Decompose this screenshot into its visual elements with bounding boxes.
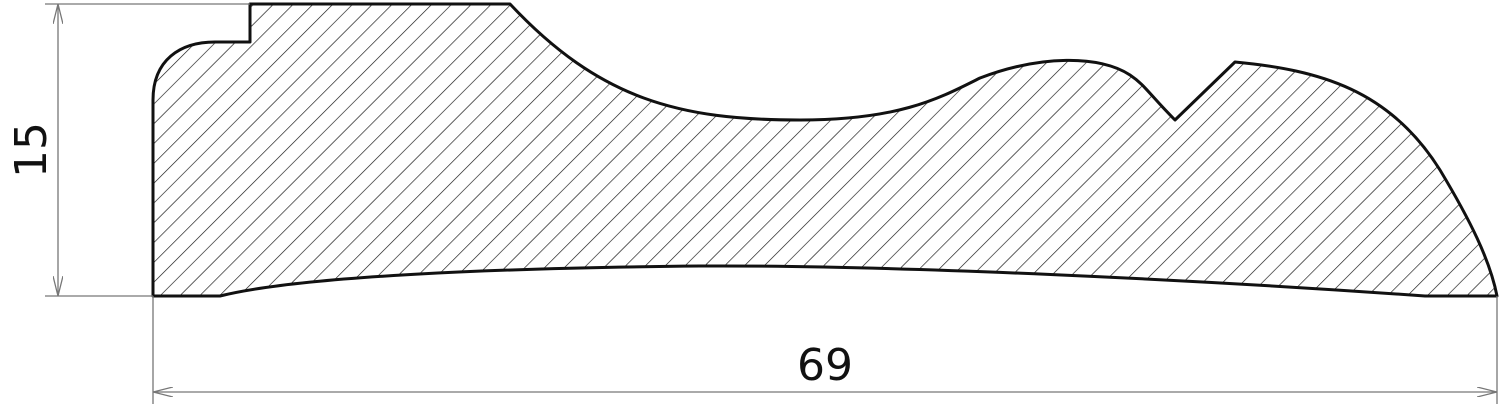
height-dimension-label: 15: [6, 122, 57, 178]
width-dimension-label: 69: [797, 340, 853, 391]
profile-cross-section: [151, 2, 1499, 298]
